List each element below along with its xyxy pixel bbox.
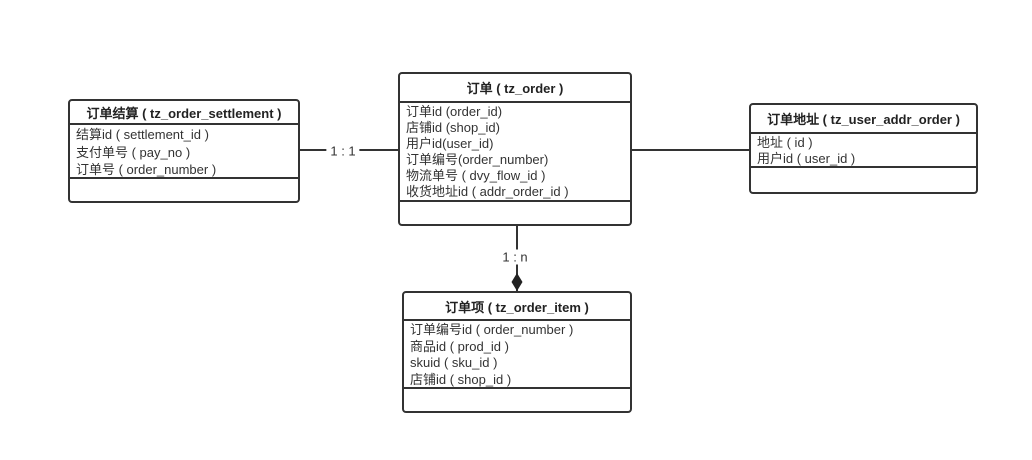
field-row: skuid ( sku_id ) [410, 355, 498, 370]
entity-title: 订单项 ( tz_order_item ) [404, 293, 630, 321]
field-row: 订单号 ( order_number ) [76, 162, 217, 177]
connector-order-addr [630, 149, 749, 151]
field-row: 订单编号id ( order_number ) [410, 322, 574, 337]
field-row: 订单编号(order_number) [406, 152, 549, 168]
filled-diamond-arrowhead-icon [511, 273, 523, 291]
entity-order[interactable]: 订单 ( tz_order ) 订单id (order_id) 店铺id (sh… [398, 72, 632, 226]
relation-label-1-1: 1 : 1 [326, 143, 360, 159]
entity-title: 订单结算 ( tz_order_settlement ) [70, 101, 298, 125]
field-row: 店铺id (shop_id) [406, 120, 500, 136]
entity-order-settlement[interactable]: 订单结算 ( tz_order_settlement ) 结算id ( sett… [68, 99, 300, 203]
entity-fields: 结算id ( settlement_id ) 支付单号 ( pay_no ) 订… [70, 125, 298, 179]
entity-order-item[interactable]: 订单项 ( tz_order_item ) 订单编号id ( order_num… [402, 291, 632, 413]
field-row: 店铺id ( shop_id ) [410, 371, 512, 387]
entity-user-addr-order[interactable]: 订单地址 ( tz_user_addr_order ) 地址 ( id ) 用户… [749, 103, 978, 194]
entity-fields: 订单编号id ( order_number ) 商品id ( prod_id )… [404, 321, 630, 389]
entity-footer [404, 389, 630, 411]
field-row: 物流单号 ( dvy_flow_id ) [406, 168, 546, 184]
entity-title: 订单 ( tz_order ) [400, 74, 630, 103]
field-row: 商品id ( prod_id ) [410, 338, 509, 354]
entity-footer [751, 168, 976, 192]
entity-fields: 订单id (order_id) 店铺id (shop_id) 用户id(user… [400, 103, 630, 202]
field-row: 支付单号 ( pay_no ) [76, 144, 191, 160]
entity-fields: 地址 ( id ) 用户id ( user_id ) [751, 134, 976, 168]
relation-label-1-n: 1 : n [498, 249, 532, 265]
entity-footer [400, 202, 630, 224]
field-row: 用户id(user_id) [406, 136, 494, 152]
field-row: 地址 ( id ) [757, 135, 813, 150]
field-row: 订单id (order_id) [406, 104, 503, 119]
field-row: 用户id ( user_id ) [757, 151, 856, 166]
entity-footer [70, 179, 298, 201]
field-row: 结算id ( settlement_id ) [76, 127, 209, 142]
entity-title: 订单地址 ( tz_user_addr_order ) [751, 105, 976, 134]
field-row: 收货地址id ( addr_order_id ) [406, 184, 569, 200]
